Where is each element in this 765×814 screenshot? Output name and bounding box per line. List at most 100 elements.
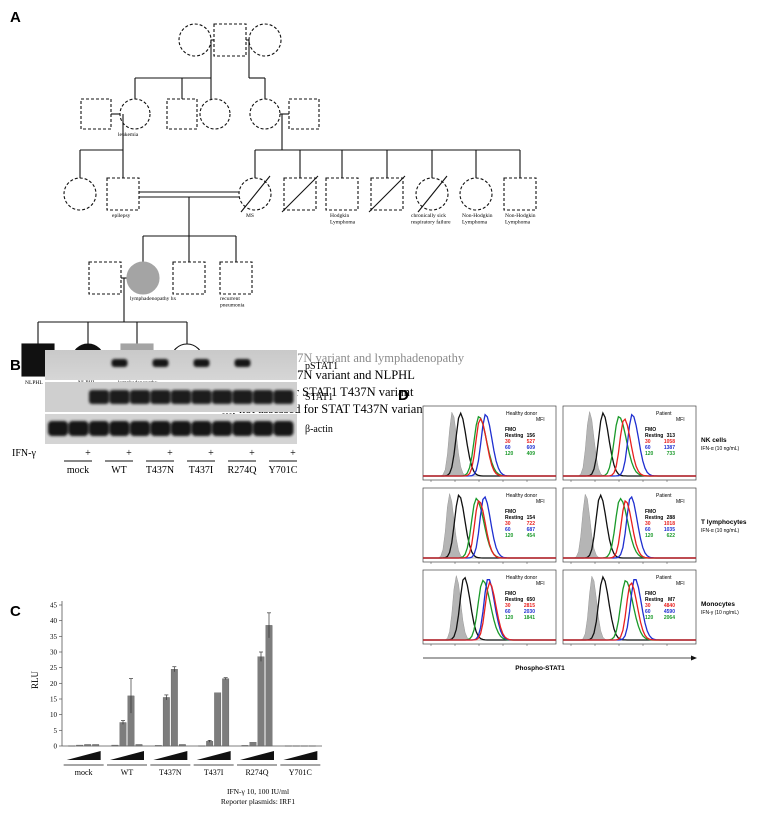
bar-y701c-2 [300, 745, 308, 747]
mfi-label: MFI [536, 581, 545, 587]
gen2-female-3 [249, 98, 281, 130]
gen3-female-1 [63, 177, 97, 211]
western-blot: pSTAT1 STAT1 β-actin IFN-γ +mock+WT+T437… [12, 350, 338, 476]
gen4-male-1 [172, 261, 206, 295]
value-120: 1841 [524, 615, 535, 621]
bar-r274q-0 [241, 745, 249, 747]
value-60: 1035 [664, 527, 675, 533]
band-actin [89, 421, 109, 436]
gen1-female [178, 23, 212, 57]
bar-y701c-3 [308, 745, 316, 747]
value-120: 622 [667, 533, 676, 539]
plus-sign: + [208, 448, 214, 459]
row-stim: IFN-γ (10 ng/mL) [701, 610, 739, 616]
time-label-60: 60 [645, 609, 651, 615]
bar-t437i-3 [222, 678, 230, 747]
histogram-title: Patient [656, 493, 672, 499]
flow-x-label: Phospho-STAT1 [515, 665, 565, 672]
x-category-wt: WT [121, 768, 134, 777]
band-stat1 [191, 390, 212, 404]
fmo-label: FMO [645, 427, 656, 433]
dose-ramp-y701c [283, 751, 318, 760]
resting-label: Resting [505, 433, 523, 439]
blot-group-y701c: Y701C [269, 465, 298, 476]
band-pstat1 [234, 359, 251, 367]
y-tick-label: 40 [50, 617, 58, 625]
arrow-head [691, 655, 697, 661]
x-category-y701c: Y701C [289, 768, 312, 777]
mfi-label: MFI [676, 581, 685, 587]
label-lymphadenopathy-hx: lymphadenopathy hx [130, 296, 177, 302]
y-tick-label: 45 [50, 602, 58, 610]
band-stat1 [130, 390, 150, 404]
histogram-30 [563, 582, 696, 641]
bar-y701c-0 [284, 745, 292, 747]
y-tick-label: 35 [50, 633, 58, 641]
gen4-male-spouse [88, 261, 122, 295]
resting-label: Resting [505, 597, 523, 603]
y-tick-label: 5 [54, 727, 58, 735]
resting-label: Resting [505, 515, 523, 521]
value-30: 527 [527, 439, 536, 445]
row-stim: IFN-α (10 ng/mL) [701, 528, 740, 534]
band-actin [191, 421, 212, 436]
bar-r274q-1 [249, 742, 257, 747]
value-120: 733 [667, 451, 676, 457]
bar-t437n-1 [162, 697, 170, 747]
time-label-120: 120 [645, 533, 654, 539]
blot-pstat1-strip [45, 350, 297, 380]
bar-mock-0 [68, 745, 76, 747]
gen3-female-nonhodgkin [459, 177, 493, 211]
histogram-title: Healthy donor [506, 411, 537, 417]
value-30: 2815 [524, 603, 535, 609]
histogram-title: Patient [656, 575, 672, 581]
value-120: 454 [527, 533, 536, 539]
time-label-120: 120 [645, 615, 654, 621]
band-stat1 [232, 390, 253, 404]
label-ms: MS [246, 213, 254, 219]
row-label-nk-cells: NK cells [701, 437, 727, 444]
band-actin [68, 421, 89, 436]
value-30: 1018 [664, 521, 675, 527]
gen3-male-epilepsy [106, 177, 140, 211]
bar-t437n-2 [170, 669, 178, 747]
resting-value: 156 [527, 433, 536, 439]
panel-letter-d: D [398, 387, 409, 404]
value-30: 4840 [664, 603, 675, 609]
histogram-30 [423, 499, 556, 559]
blot-label-pstat1: pSTAT1 [305, 361, 338, 372]
value-60: 687 [527, 527, 536, 533]
time-label-60: 60 [645, 445, 651, 451]
gen4-male-recurrent [219, 261, 253, 295]
histogram-30 [423, 581, 556, 641]
band-actin [109, 421, 130, 436]
band-actin [171, 421, 191, 436]
gen2-male-3 [288, 98, 320, 130]
panel-letter-b: B [10, 357, 21, 374]
band-pstat1 [193, 359, 210, 367]
histogram-title: Healthy donor [506, 575, 537, 581]
fmo-label: FMO [505, 591, 516, 597]
histogram-30 [563, 499, 696, 559]
plus-sign: + [85, 448, 91, 459]
fmo-label: FMO [505, 427, 516, 433]
resting-value: 650 [527, 597, 536, 603]
histogram-title: Healthy donor [506, 493, 537, 499]
gen3-male-hodgkin [325, 177, 359, 211]
value-120: 2064 [664, 615, 675, 621]
mfi-label: MFI [676, 499, 685, 505]
value-60: 2030 [524, 609, 535, 615]
bar-wt-3 [135, 744, 143, 747]
resting-label: Resting [645, 433, 663, 439]
row-label-t-lymphocytes: T lymphocytes [701, 519, 747, 526]
bar-t437n-3 [178, 744, 186, 747]
band-stat1 [89, 390, 109, 404]
